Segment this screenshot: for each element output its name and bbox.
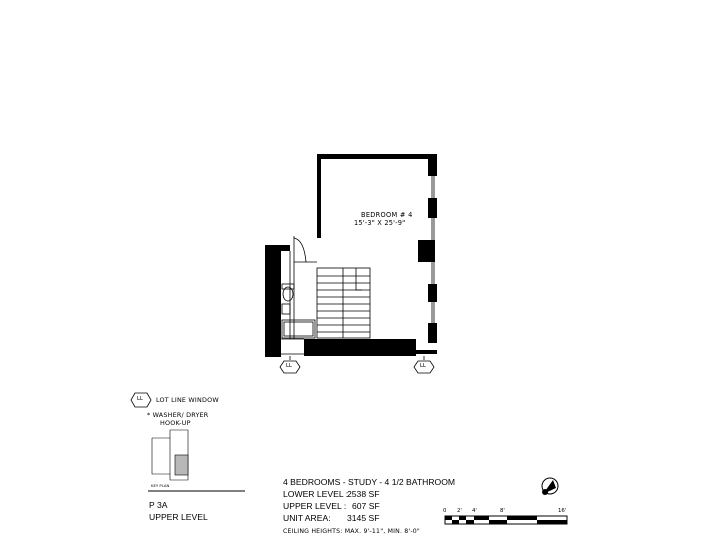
unit-name: P 3A bbox=[149, 500, 168, 510]
wall-bottom-right-stub bbox=[416, 350, 437, 354]
scale-tick-4: 4' bbox=[472, 508, 477, 514]
legend-washer-dryer: * WASHER/ DRYER bbox=[147, 411, 209, 419]
scale-tick-2: 2' bbox=[457, 508, 462, 514]
unit-area-value: 3145 SF bbox=[347, 513, 380, 523]
key-plan-label: KEY PLAN bbox=[151, 483, 170, 488]
wall-right-top bbox=[428, 154, 437, 176]
unit-area-label: UNIT AREA: bbox=[283, 513, 331, 523]
north-arrow-icon bbox=[541, 477, 559, 495]
wall-right-pier-1 bbox=[428, 198, 437, 218]
thin-lines bbox=[281, 176, 435, 360]
wall-right-pier-3 bbox=[428, 284, 437, 302]
lot-line-marker-right bbox=[413, 360, 435, 374]
wall-far-left bbox=[265, 245, 281, 357]
legend-lot-line-symbol bbox=[130, 392, 152, 408]
lot-line-label-left: LL bbox=[286, 363, 292, 369]
lot-line-label-right: LL bbox=[420, 363, 426, 369]
legend-lot-line-window: LOT LINE WINDOW bbox=[156, 396, 219, 404]
unit-summary: 4 BEDROOMS - STUDY - 4 1/2 BATHROOM bbox=[283, 477, 456, 487]
lower-level-label: LOWER LEVEL : bbox=[283, 489, 349, 499]
scale-tick-8: 8' bbox=[500, 508, 505, 514]
scale-bar bbox=[444, 515, 568, 525]
room-name: BEDROOM # 4 bbox=[361, 211, 413, 219]
scale-tick-16: 16' bbox=[558, 508, 567, 514]
wall-bottom bbox=[304, 339, 416, 356]
wall-far-left-cap bbox=[281, 245, 290, 251]
scale-tick-0: 0 bbox=[443, 508, 447, 514]
wall-right-pier-2 bbox=[418, 240, 435, 262]
wall-right-pier-4 bbox=[428, 323, 437, 343]
wall-left-bedroom bbox=[317, 154, 321, 238]
legend-lot-line-label: LL bbox=[137, 396, 143, 402]
upper-level-label: UPPER LEVEL : bbox=[283, 501, 347, 511]
lot-line-marker-left bbox=[279, 360, 301, 374]
lower-level-value: 2538 SF bbox=[347, 489, 380, 499]
upper-level-value: 607 SF bbox=[352, 501, 380, 511]
legend-washer-dryer-hookup: HOOK-UP bbox=[160, 419, 191, 427]
room-dimensions: 15'-3" X 25'-9" bbox=[354, 219, 406, 227]
ceiling-heights: CEILING HEIGHTS: MAX. 9'-11", MIN. 8'-0" bbox=[283, 528, 420, 535]
key-plan-drawing bbox=[151, 429, 189, 481]
unit-level: UPPER LEVEL bbox=[149, 512, 208, 522]
walls bbox=[265, 154, 437, 357]
wall-top bbox=[317, 154, 437, 159]
